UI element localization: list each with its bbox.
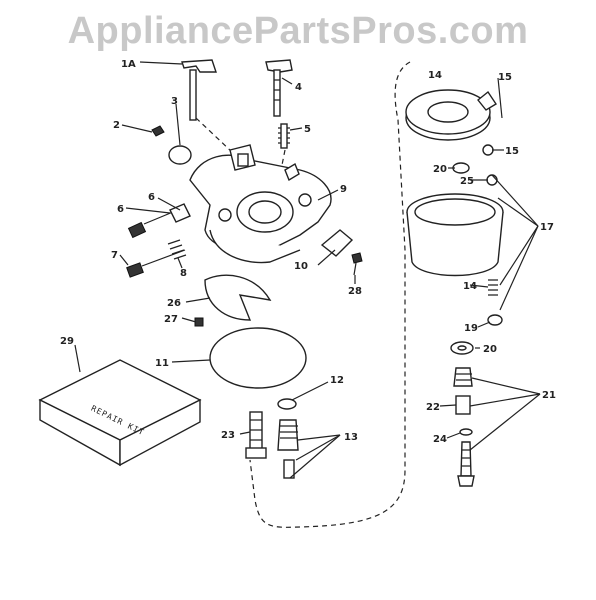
part-1a-throttle-shaft — [181, 59, 217, 121]
part-14-spring — [488, 279, 498, 296]
part-13-jet-assembly — [277, 419, 299, 479]
callout-24: 24 — [433, 434, 447, 445]
callout-20-upper: 20 — [433, 164, 447, 175]
callout-26: 26 — [167, 298, 181, 309]
callout-9: 9 — [340, 184, 347, 195]
callout-10: 10 — [294, 261, 308, 272]
part-28-screw — [351, 252, 363, 276]
part-2-screw — [151, 125, 165, 137]
callout-15-top: 15 — [498, 72, 512, 83]
callout-14-top: 14 — [428, 70, 442, 81]
assembly-dashed-link — [195, 117, 233, 153]
callout-12: 12 — [330, 375, 344, 386]
callout-8: 8 — [180, 268, 187, 279]
part-14-bowl-gasket — [405, 89, 497, 141]
part-27-pin — [194, 317, 204, 327]
watermark: AppliancePartsPros.com — [67, 10, 529, 52]
part-4-choke-shaft — [265, 59, 293, 117]
part-3-throttle-plate — [168, 145, 192, 165]
part-26-float — [204, 274, 272, 321]
callout-6b: 6 — [117, 204, 124, 215]
callout-11: 11 — [155, 358, 169, 369]
callout-17: 17 — [540, 222, 554, 233]
callout-27: 27 — [164, 314, 178, 325]
callout-6a: 6 — [148, 192, 155, 203]
part-17-fuel-bowl — [406, 193, 504, 277]
callout-23: 23 — [221, 430, 235, 441]
callout-1a: 1A — [121, 59, 136, 70]
callout-14-lower: 14 — [463, 281, 477, 292]
part-19-screw — [487, 314, 503, 326]
callout-29: 29 — [60, 336, 74, 347]
part-6-idle-needle — [127, 203, 191, 239]
part-11-gasket-ring — [209, 327, 307, 389]
callout-7: 7 — [111, 250, 118, 261]
part-21-bowl-nut — [453, 367, 473, 387]
callout-13: 13 — [344, 432, 358, 443]
callout-5: 5 — [304, 124, 311, 135]
part-22-spring — [455, 395, 471, 415]
part-7-needle — [126, 249, 186, 278]
callout-labels: 1A 3 4 2 5 6 6 9 7 8 10 28 26 27 29 11 1… — [60, 59, 556, 445]
part-29-repair-kit-box: REPAIR KIT — [38, 359, 202, 467]
part-24-washer — [459, 428, 473, 436]
part-20-washer-lower — [450, 341, 474, 355]
callout-4: 4 — [295, 82, 302, 93]
callout-3: 3 — [171, 96, 178, 107]
assembly-dashed-link-2 — [281, 149, 286, 166]
callout-2: 2 — [113, 120, 120, 131]
part-23-fitting — [245, 411, 267, 459]
part-5-spring — [278, 123, 290, 149]
callout-21: 21 — [542, 390, 556, 401]
callout-22: 22 — [426, 402, 440, 413]
callout-19: 19 — [464, 323, 478, 334]
callout-25: 25 — [460, 176, 474, 187]
assembly-dashed-outline — [249, 61, 411, 528]
part-15-washer — [482, 144, 494, 156]
part-21-adjust-needle — [457, 441, 475, 487]
part-20-washer-upper — [452, 162, 470, 174]
part-12-o-ring — [277, 398, 297, 410]
part-9-carburetor-body — [189, 144, 332, 264]
part-8-spring — [167, 239, 187, 260]
leader-lines — [74, 61, 541, 479]
callout-28: 28 — [348, 286, 362, 297]
part-10-plate — [320, 229, 354, 257]
callout-15-mid: 15 — [505, 146, 519, 157]
part-25-washer — [486, 174, 498, 186]
callout-20-lower: 20 — [483, 344, 497, 355]
